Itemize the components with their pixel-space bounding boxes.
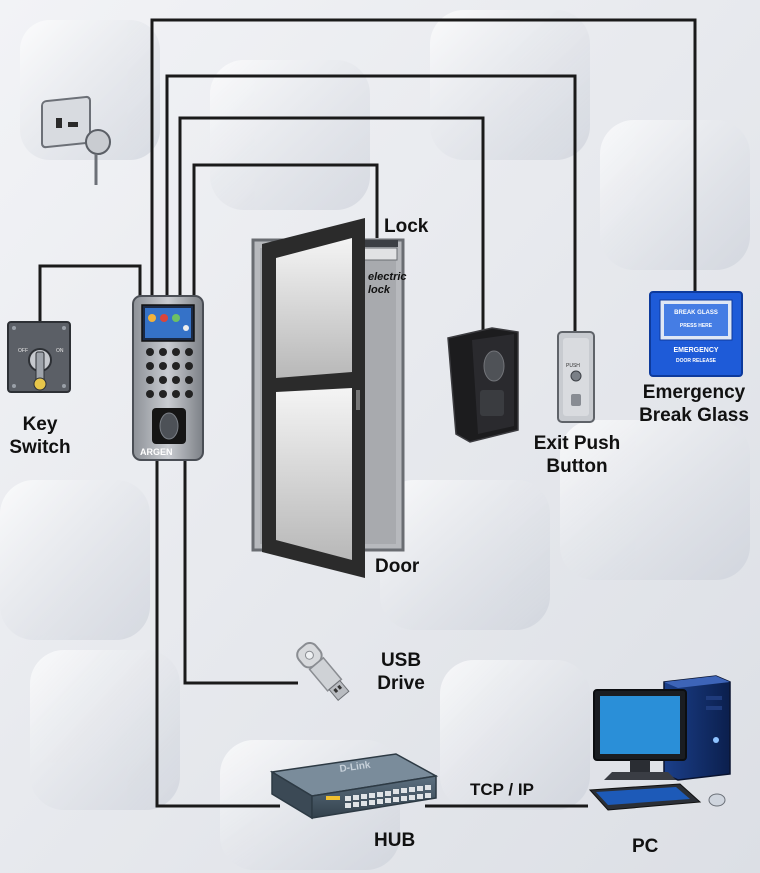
exit-push-button-device: PUSH [557, 331, 595, 423]
label-emergency-2: Break Glass [639, 404, 749, 426]
label-exit-push-1: Exit Push [533, 433, 621, 454]
label-emergency-1: Emergency [642, 382, 746, 403]
label-exit-push-button: Exit Push Button [527, 433, 627, 479]
break-glass-emergency-text: EMERGENCY [673, 347, 718, 354]
door-lower-pane [276, 388, 352, 560]
hub-device: D-Link [269, 753, 439, 820]
wire-exit-button [165, 74, 577, 333]
key-switch-off-text: OFF [18, 348, 28, 354]
label-tcp-ip: TCP / IP [470, 780, 534, 799]
label-usb-2: Drive [377, 672, 425, 694]
label-key-switch-1: Key [22, 414, 58, 435]
label-key-switch: Key Switch [0, 414, 80, 460]
wire-hub [155, 460, 280, 808]
door-assembly [251, 218, 405, 578]
usb-drive-icon [296, 641, 350, 702]
label-lock: Lock [384, 216, 429, 237]
break-glass-press-text: PRESS HERE [680, 323, 713, 329]
wire-usb [183, 460, 298, 685]
biometric-terminal: ARGEN [132, 295, 204, 461]
label-exit-push-2: Button [546, 455, 608, 477]
label-pc: PC [632, 836, 659, 857]
hub-brand-text: D-Link [339, 760, 372, 775]
exit-button-text: PUSH [566, 363, 580, 369]
label-electric-lock-1: electric [368, 271, 407, 283]
wall-socket-icon [41, 95, 111, 185]
wiring [38, 18, 697, 808]
break-glass-top-text: BREAK GLASS [674, 310, 718, 316]
label-electric-lock-2: lock [368, 284, 391, 296]
key-switch-device: OFF ON [7, 321, 71, 393]
pc-device [588, 675, 731, 811]
break-glass-release-text: DOOR RELEASE [676, 358, 717, 364]
background-cubes [0, 10, 750, 870]
label-usb-1: USB [380, 650, 422, 671]
label-door: Door [375, 556, 420, 577]
fingerprint-reader [447, 327, 519, 443]
label-emergency-break-glass: Emergency Break Glass [628, 382, 760, 428]
electric-lock-bar [362, 240, 398, 247]
label-hub: HUB [374, 830, 416, 851]
wire-fingerprint-reader [178, 116, 485, 330]
label-key-switch-2: Switch [9, 436, 71, 458]
terminal-brand-text: ARGEN [140, 447, 173, 457]
emergency-break-glass-device: BREAK GLASS PRESS HERE EMERGENCY DOOR RE… [649, 291, 743, 377]
wire-lock [192, 163, 379, 297]
wire-emergency [150, 18, 697, 297]
key-switch-on-text: ON [56, 348, 64, 354]
wire-key-switch [38, 264, 142, 322]
label-usb-drive: USB Drive [366, 650, 436, 696]
door-upper-pane [276, 238, 352, 378]
